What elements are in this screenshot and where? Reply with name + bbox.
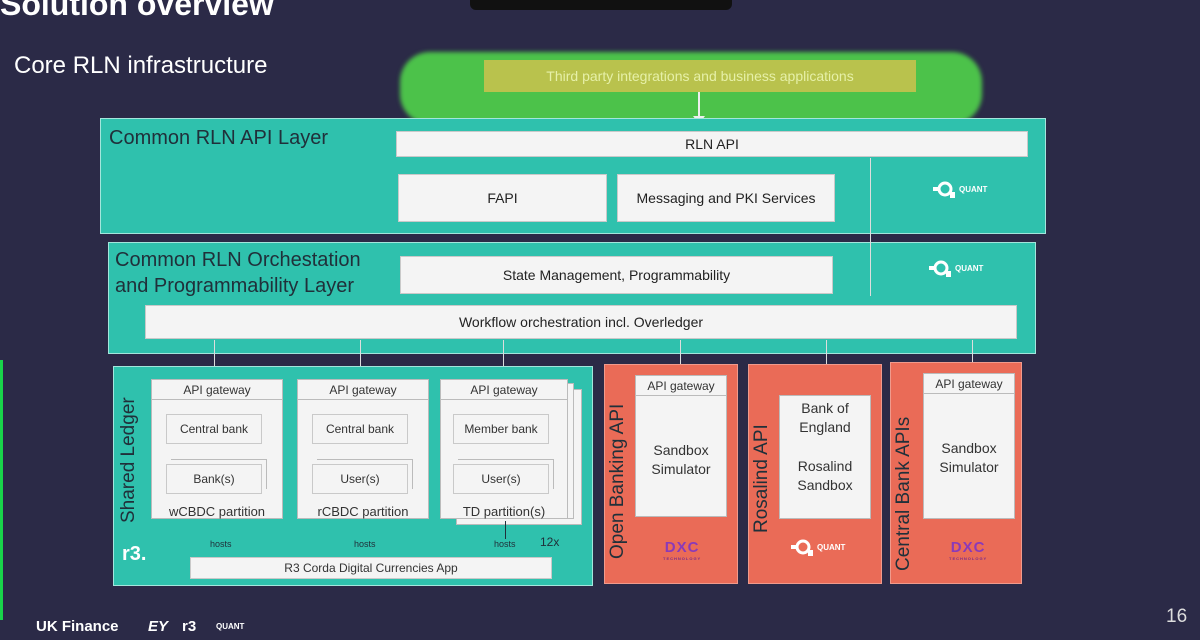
dxc-logo: DXC TECHNOLOGY: [663, 539, 701, 561]
users-box: User(s): [312, 464, 408, 494]
footer-ey: EY: [148, 618, 169, 635]
quant-icon: [933, 181, 955, 198]
left-accent: [0, 360, 3, 620]
central-bank-label: Central Bank APIs: [893, 416, 914, 571]
connector-line: [826, 340, 827, 376]
open-banking-panel: Open Banking API API gateway Sandbox Sim…: [604, 364, 738, 584]
hosts-label: hosts: [494, 539, 516, 549]
open-banking-sandbox: API gateway Sandbox Simulator: [635, 375, 727, 517]
connector-line: [214, 340, 215, 376]
third-party-box: Third party integrations and business ap…: [484, 60, 916, 92]
top-bar: [470, 0, 732, 10]
partition-td: API gateway Member bank User(s) TD parti…: [440, 379, 568, 519]
hosts-label: hosts: [210, 539, 232, 549]
api-gateway-label: API gateway: [152, 380, 282, 400]
sandbox-text: Rosalind: [797, 458, 853, 474]
api-gateway-label: API gateway: [441, 380, 567, 400]
r3-logo: r3.: [122, 543, 147, 565]
sandbox-text: Simulator: [939, 459, 999, 475]
state-management-box: State Management, Programmability: [400, 256, 833, 294]
fapi-box: FAPI: [398, 174, 607, 222]
rosalind-label: Rosalind API: [751, 424, 772, 533]
api-layer-title: Common RLN API Layer: [109, 127, 328, 149]
sandbox-text: Sandbox: [797, 477, 853, 493]
sandbox-text: Simulator: [651, 461, 711, 477]
sandbox-text: Bank of: [801, 400, 849, 416]
connector-line: [870, 158, 871, 296]
dxc-logo-text: DXC: [664, 539, 700, 556]
quant-logo: QUANT: [929, 258, 983, 278]
arrow-connector: [698, 92, 700, 122]
footer-r3: r3: [182, 618, 197, 635]
dxc-logo-text: DXC: [950, 539, 986, 556]
connector-line: [503, 340, 504, 376]
quant-logo-text: QUANT: [817, 542, 846, 552]
slide-subtitle: Core RLN infrastructure: [14, 52, 268, 79]
rosalind-sandbox: Bank of England Rosalind Sandbox: [779, 395, 871, 519]
dxc-logo-sub: TECHNOLOGY: [949, 556, 988, 561]
orchestration-layer: Common RLN Orchestation and Programmabil…: [108, 242, 1036, 354]
quant-icon: [929, 260, 951, 277]
quant-logo-text: QUANT: [955, 263, 984, 273]
banks-box: Bank(s): [166, 464, 262, 494]
sandbox-text: England: [799, 419, 851, 435]
partition-footer: rCBDC partition: [317, 504, 409, 519]
connector-line: [360, 340, 361, 376]
dxc-logo: DXC TECHNOLOGY: [949, 539, 987, 561]
shared-ledger-label: Shared Ledger: [118, 397, 139, 523]
slide-title: Solution overview: [0, 0, 274, 22]
quant-logo: QUANT: [933, 179, 987, 199]
api-gateway-label: API gateway: [636, 376, 726, 396]
central-bank-box: Central bank: [312, 414, 408, 444]
open-banking-label: Open Banking API: [607, 403, 628, 559]
footer-uk-finance: UK Finance: [36, 618, 119, 635]
partition-footer: TD partition(s): [462, 504, 546, 519]
orchestration-title-1: Common RLN Orchestation: [115, 249, 361, 271]
workflow-box: Workflow orchestration incl. Overledger: [145, 305, 1017, 339]
central-bank-sandbox: API gateway Sandbox Simulator: [923, 373, 1015, 519]
orchestration-title-2: and Programmability Layer: [115, 275, 354, 297]
central-bank-box: Central bank: [166, 414, 262, 444]
r3-corda-app: R3 Corda Digital Currencies App: [190, 557, 552, 579]
api-gateway-label: API gateway: [924, 374, 1014, 394]
users-box: User(s): [453, 464, 549, 494]
sandbox-text: Sandbox: [941, 440, 997, 456]
connector-line: [972, 340, 973, 370]
quant-icon: [791, 539, 813, 556]
page-number: 16: [1166, 606, 1188, 627]
api-gateway-label: API gateway: [298, 380, 428, 400]
sandbox-text: Sandbox: [653, 442, 709, 458]
hosts-label: hosts: [354, 539, 376, 549]
partition-rcbdc: API gateway Central bank User(s) rCBDC p…: [297, 379, 429, 519]
hosts-arrow: [505, 521, 506, 539]
central-bank-panel: Central Bank APIs API gateway Sandbox Si…: [890, 362, 1022, 584]
partition-footer: wCBDC partition: [168, 504, 266, 519]
api-layer: Common RLN API Layer RLN API FAPI Messag…: [100, 118, 1046, 234]
footer-quant: QUANT: [216, 622, 245, 631]
quant-logo: QUANT: [791, 537, 845, 557]
connector-line: [680, 340, 681, 376]
messaging-box: Messaging and PKI Services: [617, 174, 835, 222]
member-bank-box: Member bank: [453, 414, 549, 444]
rosalind-panel: Rosalind API Bank of England Rosalind Sa…: [748, 364, 882, 584]
dxc-logo-sub: TECHNOLOGY: [663, 556, 702, 561]
rln-api-box: RLN API: [396, 131, 1028, 157]
partition-count: 12x: [540, 535, 560, 549]
quant-logo-text: QUANT: [959, 184, 988, 194]
shared-ledger: Shared Ledger API gateway Central bank B…: [113, 366, 593, 586]
partition-wcbdc: API gateway Central bank Bank(s) wCBDC p…: [151, 379, 283, 519]
